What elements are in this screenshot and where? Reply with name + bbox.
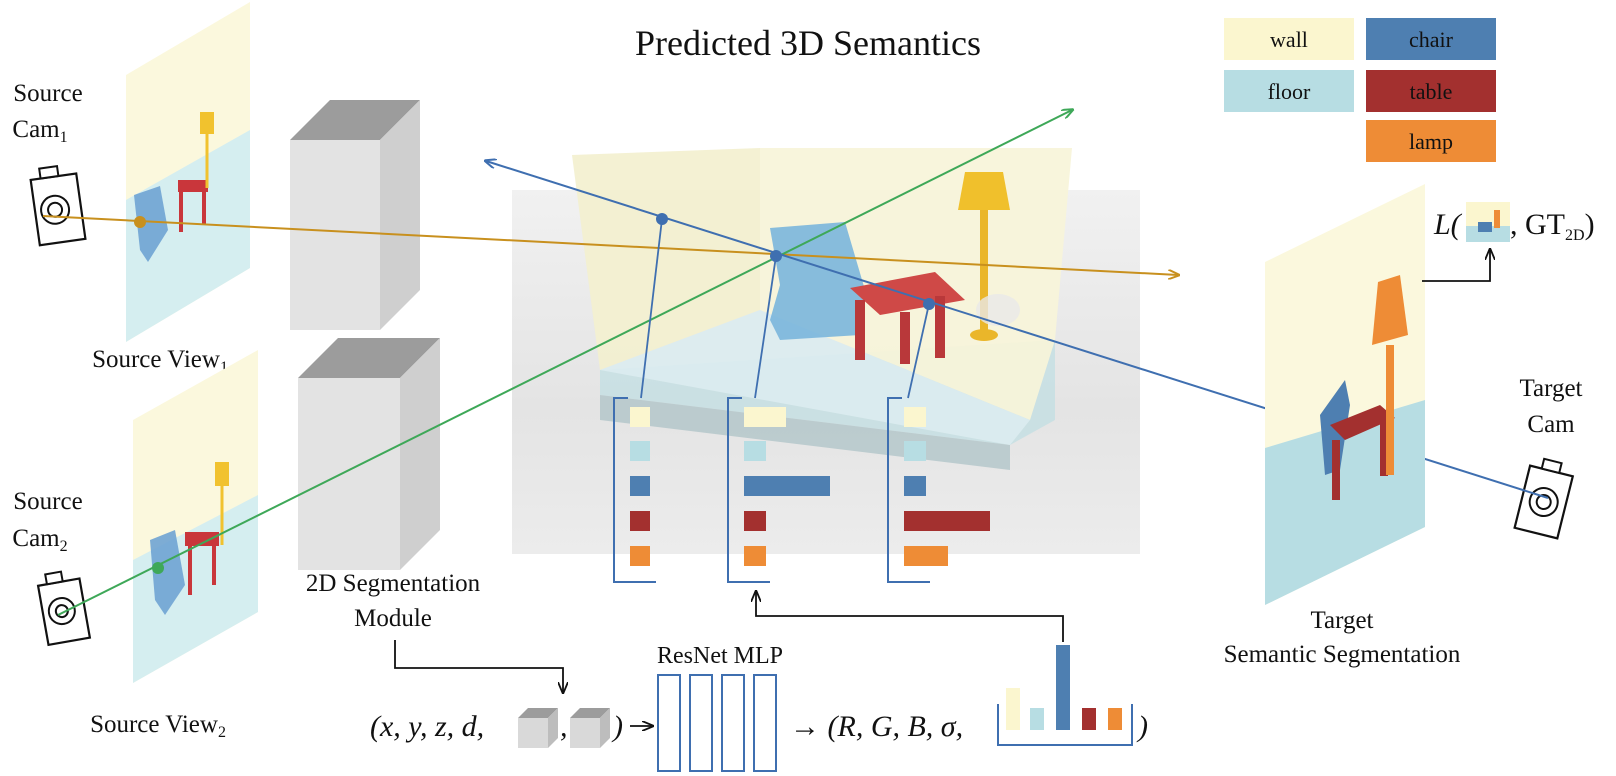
- green-ray: [57, 110, 1072, 616]
- resnet-mlp-label: ResNet MLP: [657, 643, 783, 669]
- legend-label-table: table: [1410, 79, 1453, 104]
- hist3-bar-lamp: [904, 546, 948, 566]
- legend-swatch-wall: [1224, 18, 1354, 60]
- hist1-bar-wall: [630, 407, 650, 427]
- legend-swatch-lamp: [1366, 120, 1496, 162]
- hist1-bar-lamp: [630, 546, 650, 566]
- input-formula-sep: ,: [560, 710, 568, 743]
- legend-item-table: table: [1366, 70, 1496, 112]
- feature-cube-2: [570, 708, 610, 748]
- legend-item-lamp: lamp: [1366, 120, 1496, 162]
- input-formula-open: (x, y, z, d,: [370, 710, 484, 743]
- hist1-bar-chair: [630, 476, 650, 496]
- output-formula-close: ): [1136, 710, 1148, 743]
- diagram-title: Predicted 3D Semantics: [635, 23, 981, 63]
- legend-label-wall: wall: [1270, 27, 1308, 52]
- source-cam-2-line1: Source: [13, 488, 82, 515]
- sample-histogram-2: [727, 397, 830, 583]
- target-cam-label-line2: Cam: [1527, 411, 1575, 438]
- source-cam-1-line1: Source: [13, 80, 82, 107]
- out-bar-table: [1082, 708, 1096, 730]
- green-ray-point: [152, 562, 164, 574]
- legend-swatch-chair: [1366, 18, 1496, 60]
- legend-swatch-floor: [1224, 70, 1354, 112]
- legend-label-floor: floor: [1268, 79, 1311, 104]
- hist1-bar-floor: [630, 441, 650, 461]
- source-cam-2-line2: Cam2: [12, 525, 67, 555]
- hist2-bar-table: [744, 511, 766, 531]
- output-to-samples-arrow: [756, 592, 1064, 642]
- orange-ray: [42, 215, 1178, 275]
- module-to-input-arrow: [394, 640, 563, 692]
- hist2-bar-lamp: [744, 546, 766, 566]
- out-bar-chair: [1056, 645, 1070, 730]
- target-cam-camera-icon: [1513, 457, 1575, 540]
- hist2-bar-floor: [744, 441, 766, 461]
- out-bar-wall: [1006, 688, 1020, 730]
- segmentation-module-label-line1: 2D Segmentation: [306, 570, 481, 597]
- output-semantic-histogram: [997, 645, 1133, 746]
- source-view-1-image: [126, 2, 250, 342]
- hist3-bar-chair: [904, 476, 926, 496]
- target-seg-label-line2: Semantic Segmentation: [1224, 641, 1461, 668]
- resnet-mlp-layers: [657, 674, 777, 772]
- input-formula-close: ): [611, 710, 623, 743]
- output-formula-open: → (R, G, B, σ,: [790, 710, 963, 743]
- mlp-layer-3: [721, 674, 745, 772]
- mlp-output: → (R, G, B, σ, ): [790, 645, 1148, 746]
- target-segmentation-image: [1265, 184, 1425, 605]
- legend-item-wall: wall: [1224, 18, 1354, 60]
- loss-gt: , GT2D): [1510, 208, 1595, 244]
- hist3-bar-wall: [904, 407, 926, 427]
- hist3-bar-floor: [904, 441, 926, 461]
- source-cam-1-line2: Cam1: [12, 116, 67, 146]
- hist2-bar-wall: [744, 407, 786, 427]
- out-bar-floor: [1030, 708, 1044, 730]
- target-seg-label-line1: Target: [1310, 607, 1373, 634]
- legend-label-lamp: lamp: [1409, 129, 1453, 154]
- source-cam-1-camera-icon: [29, 164, 87, 247]
- mlp-layer-1: [657, 674, 681, 772]
- target-cam-label-line1: Target: [1519, 375, 1582, 402]
- hist1-bar-table: [630, 511, 650, 531]
- mlp-layer-4: [753, 674, 777, 772]
- legend: wall floor chair table lamp: [1224, 18, 1496, 162]
- hist3-bar-table: [904, 511, 990, 531]
- sample-histogram-1: [613, 397, 656, 583]
- orange-ray-point: [134, 216, 146, 228]
- loss-expression: L( , GT2D): [1422, 202, 1595, 282]
- legend-item-floor: floor: [1224, 70, 1354, 112]
- segmentation-module-label-line2: Module: [354, 605, 432, 632]
- source-view-2-label: Source View2: [90, 711, 226, 741]
- mlp-input: (x, y, z, d, , ): [370, 708, 652, 748]
- segmentation-module-box-2: [298, 338, 440, 570]
- legend-swatch-table: [1366, 70, 1496, 112]
- out-bar-lamp: [1108, 708, 1122, 730]
- hist2-bar-chair: [744, 476, 830, 496]
- segmentation-module-box-1: [290, 100, 420, 330]
- source-cam-2-camera-icon: [36, 570, 92, 647]
- source-view-2-image: [133, 350, 258, 683]
- legend-label-chair: chair: [1409, 27, 1454, 52]
- sample-histogram-3: [887, 397, 990, 583]
- feature-cube-1: [518, 708, 558, 748]
- source-view-1-label: Source View1: [92, 346, 228, 376]
- loss-prefix: L(: [1433, 208, 1463, 241]
- legend-item-chair: chair: [1366, 18, 1496, 60]
- mlp-layer-2: [689, 674, 713, 772]
